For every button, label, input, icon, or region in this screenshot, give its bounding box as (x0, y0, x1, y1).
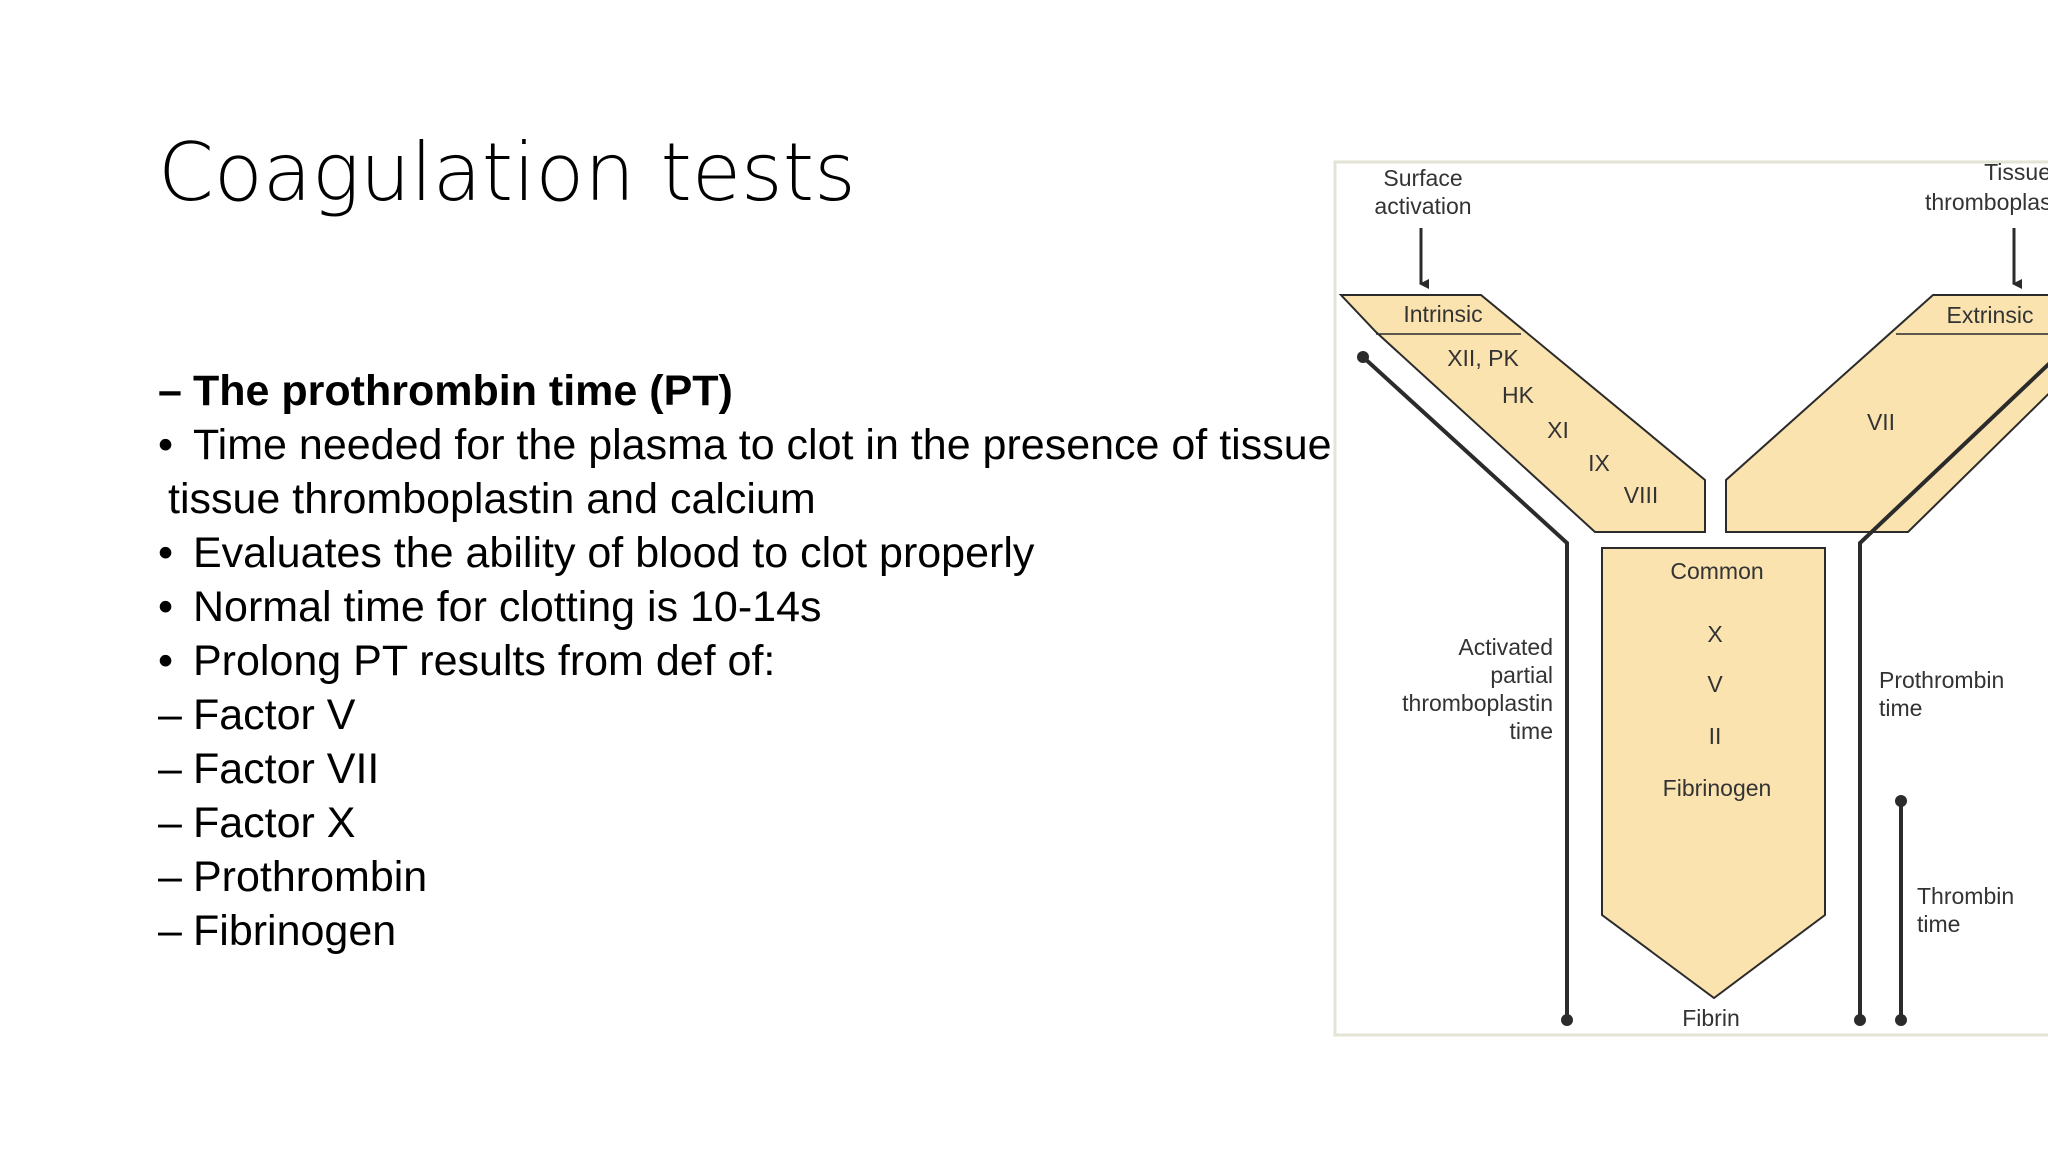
intrinsic-label: Intrinsic (1403, 301, 1482, 327)
intrinsic-factor-xii-pk: XII, PK (1447, 345, 1519, 371)
bullet-text: Normal time for clotting is 10-14s (193, 583, 822, 631)
bullet-marker: – (158, 367, 182, 415)
bullet-text: tissue thromboplastin and calcium (168, 475, 816, 523)
tt-line-end-dot (1895, 1014, 1907, 1026)
bullet-marker: – (158, 907, 182, 955)
slide-title: Coagulation tests (158, 126, 856, 219)
bullet-marker: – (158, 691, 182, 739)
bullet-text: Evaluates the ability of blood to clot p… (193, 529, 1035, 577)
common-factor-x: X (1707, 621, 1722, 647)
bullet-item: –Factor VII (158, 742, 1867, 796)
pt-line-end-dot (1854, 1014, 1866, 1026)
aptt-line-end-dot (1561, 1014, 1573, 1026)
aptt-label-3: thromboplastin (1402, 690, 1553, 716)
bullet-text: Factor VII (193, 745, 380, 793)
aptt-label-2: partial (1490, 662, 1553, 688)
bullet-text: Prothrombin (193, 853, 428, 901)
bullet-text: Fibrinogen (193, 907, 397, 955)
bullet-marker: – (158, 853, 182, 901)
bullet-marker: • (158, 529, 174, 577)
bullet-item: • Evaluates the ability of blood to clot … (158, 526, 1867, 580)
extrinsic-factor-vii: VII (1867, 409, 1895, 435)
bullet-text: Factor V (193, 691, 356, 739)
tt-line-start-dot (1895, 795, 1907, 807)
bullet-text: The prothrombin time (PT) (193, 367, 733, 415)
bullet-item: –The prothrombin time (PT) (158, 364, 1867, 418)
intrinsic-factor-viii: VIII (1624, 482, 1659, 508)
bullet-marker: • (158, 637, 174, 685)
extrinsic-pathway-shape (1725, 294, 2048, 533)
bullet-item: • Normal time for clotting is 10-14s (158, 580, 1867, 634)
pt-line (1858, 361, 2048, 1020)
intrinsic-factor-ix: IX (1588, 450, 1610, 476)
bullet-continuation: tissue thromboplastin and calcium (158, 472, 1867, 526)
bullet-marker: • (158, 421, 174, 469)
fibrin-label: Fibrin (1682, 1005, 1740, 1031)
pt-label-2: time (1879, 695, 1922, 721)
bullet-text: Factor X (193, 799, 356, 847)
bullet-text: Prolong PT results from def of: (193, 637, 776, 685)
bullet-item: –Factor X (158, 796, 1867, 850)
tt-label-2: time (1917, 911, 1960, 937)
common-pathway-shape (1601, 547, 1826, 1000)
pt-label-1: Prothrombin (1879, 667, 2004, 693)
intrinsic-factor-xi: XI (1547, 417, 1569, 443)
aptt-line (1361, 355, 1569, 1020)
cascade-svg: Surface activation Tissue thromboplastin… (1333, 160, 2048, 1037)
bullet-marker: • (158, 583, 174, 631)
tt-label-1: Thrombin (1917, 883, 2014, 909)
bullet-marker: – (158, 745, 182, 793)
extrinsic-label: Extrinsic (1947, 302, 2034, 328)
bullet-marker: – (158, 799, 182, 847)
tissue-thromboplastin-label-2: thromboplastin (1925, 189, 2048, 215)
bullet-item: –Prothrombin (158, 850, 1867, 904)
bullet-item: –Factor V (158, 688, 1867, 742)
bullet-item: • Prolong PT results from def of: (158, 634, 1867, 688)
aptt-line-start-dot (1357, 351, 1369, 363)
intrinsic-pathway-shape (1338, 294, 1706, 533)
intrinsic-factor-hk: HK (1502, 382, 1535, 408)
bullet-list: –The prothrombin time (PT)•Time needed f… (158, 364, 1867, 958)
tissue-thromboplastin-label-1: Tissue (1984, 160, 2048, 185)
common-label: Common (1670, 558, 1763, 584)
common-factor-v: V (1707, 671, 1723, 697)
coagulation-cascade-diagram: Surface activation Tissue thromboplastin… (1333, 160, 2048, 1038)
aptt-label-4: time (1510, 718, 1553, 744)
aptt-label-1: Activated (1458, 634, 1553, 660)
surface-activation-label-2: activation (1374, 193, 1471, 219)
common-factor-fibrinogen: Fibrinogen (1663, 775, 1772, 801)
surface-activation-label-1: Surface (1383, 165, 1462, 191)
common-factor-ii: II (1709, 723, 1722, 749)
bullet-item: –Fibrinogen (158, 904, 1867, 958)
